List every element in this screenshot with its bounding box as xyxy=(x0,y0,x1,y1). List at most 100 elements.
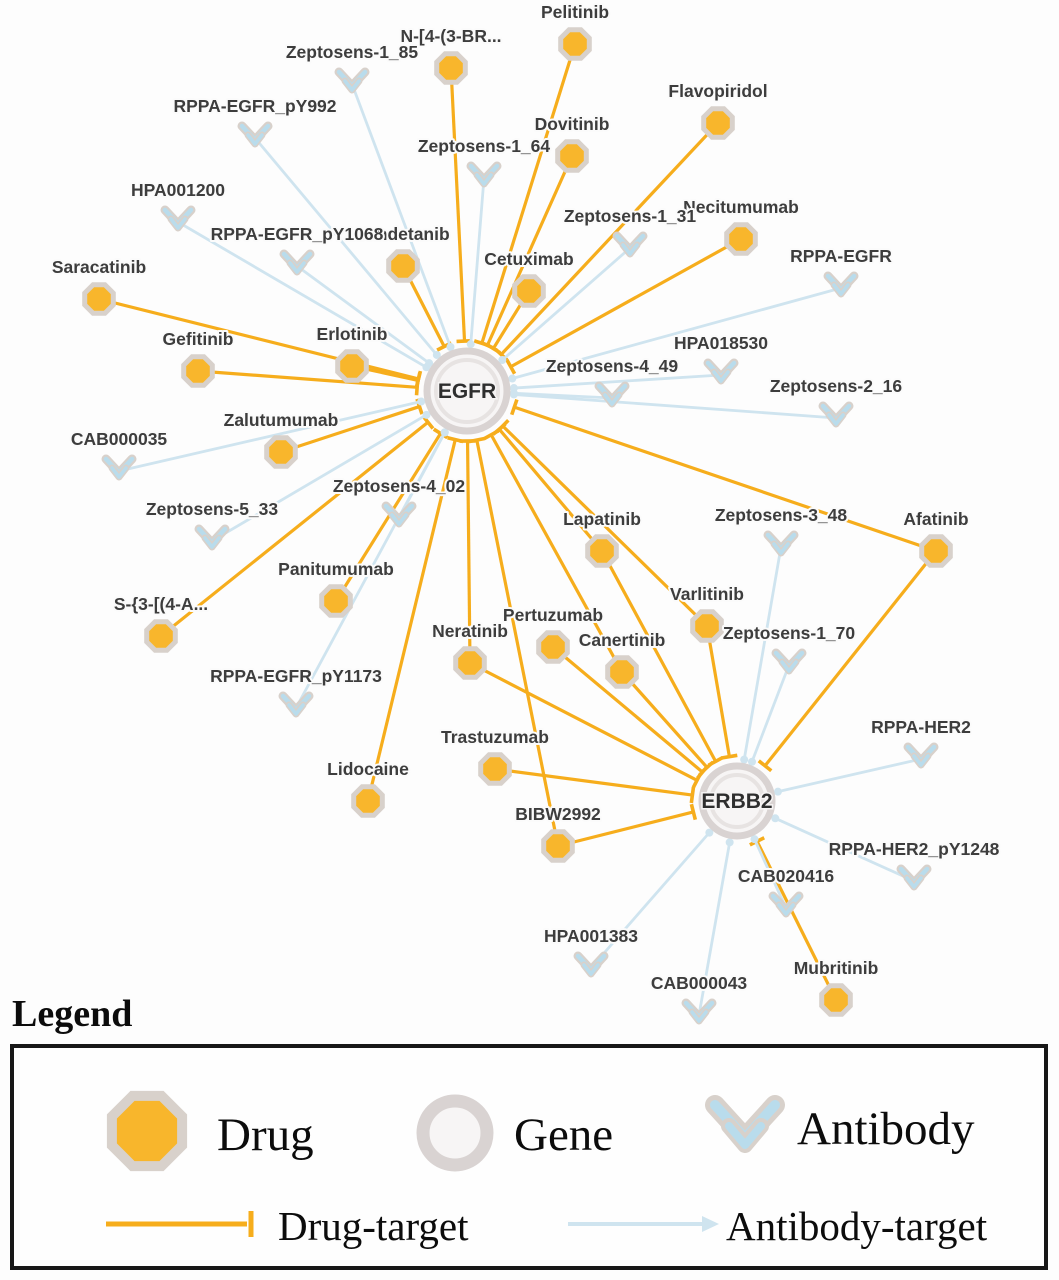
node-label-lapatinib: Lapatinib xyxy=(563,509,641,529)
node-label-afatinib: Afatinib xyxy=(903,509,968,529)
antibody-node-zeptosens-1-70[interactable] xyxy=(771,648,807,675)
drug-node-mubritinib[interactable] xyxy=(819,983,853,1017)
node-label-zeptosens-3-48: Zeptosens-3_48 xyxy=(715,505,848,525)
drug-node-erlotinib[interactable] xyxy=(335,349,369,383)
edge-dot xyxy=(773,787,782,796)
antibody-chevron2 xyxy=(390,513,408,526)
edge-dot xyxy=(422,410,431,419)
antibody-node-hpa018530[interactable] xyxy=(703,358,739,385)
edge-tee xyxy=(691,772,703,789)
drug-node-panitumumab[interactable] xyxy=(319,584,353,618)
node-label-dovitinib: Dovitinib xyxy=(535,114,610,134)
drug-node-n-4-3-br[interactable] xyxy=(434,51,468,85)
drug-target-edge xyxy=(366,439,457,802)
edge-dot xyxy=(446,342,455,351)
drug-legend-icon xyxy=(106,1090,188,1172)
edge-tee xyxy=(699,760,715,775)
antibody-node-zeptosens-1-85[interactable] xyxy=(334,67,370,94)
drug-node-flavopiridol[interactable] xyxy=(701,106,735,140)
node-label-gefitinib: Gefitinib xyxy=(163,329,234,349)
antibody-node-zeptosens-2-16[interactable] xyxy=(818,401,854,428)
drug-node-necitumumab[interactable] xyxy=(724,222,758,256)
antibody-node-hpa001200[interactable] xyxy=(160,205,196,232)
drug-node-trastuzumab[interactable] xyxy=(478,752,512,786)
edge-dot xyxy=(498,356,507,365)
edge-dot xyxy=(508,374,517,383)
legend-antibody-label: Antibody xyxy=(797,1103,975,1155)
drug-node-bibw2992[interactable] xyxy=(541,829,575,863)
antibody-node-cab000035[interactable] xyxy=(101,454,137,481)
drug-octagon xyxy=(541,829,575,863)
gene-node-erbb2[interactable]: ERBB2 xyxy=(698,762,776,840)
antibody-node-rppa-her2[interactable] xyxy=(903,742,939,769)
drug-octagon xyxy=(144,619,178,653)
node-label-hpa001200: HPA001200 xyxy=(131,180,225,200)
antibody-node-zeptosens-5-33[interactable] xyxy=(194,524,230,551)
antibody-node-zeptosens-4-02[interactable] xyxy=(381,501,417,528)
node-label-hpa001383: HPA001383 xyxy=(544,926,638,946)
drug-target-legend-line xyxy=(106,1211,254,1237)
antibody-node-rppa-her2-py1248[interactable] xyxy=(896,864,932,891)
antibody-node-zeptosens-1-64[interactable] xyxy=(466,161,502,188)
drug-node-canertinib[interactable] xyxy=(605,655,639,689)
gene-node-egfr[interactable]: EGFR xyxy=(423,347,511,435)
drug-target-edge xyxy=(280,405,420,454)
node-label-trastuzumab: Trastuzumab xyxy=(441,727,549,747)
node-label-hpa018530: HPA018530 xyxy=(674,333,768,353)
antibody-chevron2 xyxy=(690,1010,708,1023)
drug-target-edge xyxy=(197,369,418,389)
drug-node-pelitinib[interactable] xyxy=(558,27,592,61)
drug-node-afatinib[interactable] xyxy=(919,534,953,568)
node-label-rppa-her2: RPPA-HER2 xyxy=(871,717,971,737)
antibody-target-edge xyxy=(211,413,428,543)
antibody-chevron2 xyxy=(169,217,187,230)
drug-node-lidocaine[interactable] xyxy=(351,784,385,818)
antibody-chevron2 xyxy=(621,243,639,256)
antibody-target-edge xyxy=(774,817,915,883)
node-label-neratinib: Neratinib xyxy=(432,621,508,641)
antibody-node-rppa-egfr-py992[interactable] xyxy=(237,121,273,148)
edges-layer xyxy=(98,43,938,1016)
antibody-target-edge xyxy=(513,391,613,400)
drug-node-varlitinib[interactable] xyxy=(690,609,724,643)
drug-node-vandetanib[interactable] xyxy=(386,249,420,283)
antibody-node-rppa-egfr[interactable] xyxy=(823,271,859,298)
drug-node-gefitinib[interactable] xyxy=(181,354,215,388)
drug-node-lapatinib[interactable] xyxy=(585,534,619,568)
drug-node-cetuximab[interactable] xyxy=(512,274,546,308)
drug-node-dovitinib[interactable] xyxy=(555,139,589,173)
antibody-node-hpa001383[interactable] xyxy=(573,951,609,978)
drug-node-neratinib[interactable] xyxy=(453,646,487,680)
antibody-node-zeptosens-3-48[interactable] xyxy=(763,530,799,557)
antibody-node-rppa-egfr-py1173[interactable] xyxy=(278,691,314,718)
antibody-chevron2 xyxy=(203,536,221,549)
node-label-zalutumumab: Zalutumumab xyxy=(224,410,339,430)
antibody-target-edge xyxy=(118,400,422,473)
drug-octagon xyxy=(558,27,592,61)
drug-target-edge xyxy=(494,767,693,797)
antibody-node-rppa-egfr-py1068[interactable] xyxy=(279,249,315,276)
antibody-node-zeptosens-4-49[interactable] xyxy=(594,381,630,408)
drug-node-saracatinib[interactable] xyxy=(82,282,116,316)
edge-dot xyxy=(740,755,749,764)
drug-target-edge xyxy=(551,645,704,774)
drug-octagon xyxy=(536,630,570,664)
drug-node-zalutumumab[interactable] xyxy=(264,435,298,469)
node-label-cetuximab: Cetuximab xyxy=(484,249,573,269)
node-label-s-3-4-a: S-{3-[(4-A... xyxy=(114,594,208,614)
antibody-chevron2 xyxy=(772,542,790,555)
drug-target-edge xyxy=(600,550,718,763)
edge-dot xyxy=(725,838,734,847)
antibody-node-zeptosens-1-31[interactable] xyxy=(612,231,648,258)
node-label-canertinib: Canertinib xyxy=(579,630,666,650)
node-label-mubritinib: Mubritinib xyxy=(794,958,879,978)
drug-node-s-3-4-a[interactable] xyxy=(144,619,178,653)
edge-tee xyxy=(757,759,773,773)
drug-target-edge xyxy=(509,237,742,369)
drug-target-edge xyxy=(500,121,720,356)
drug-node-pertuzumab[interactable] xyxy=(536,630,570,664)
edge-dot xyxy=(771,814,780,823)
antibody-node-cab000043[interactable] xyxy=(681,998,717,1025)
node-label-saracatinib: Saracatinib xyxy=(52,257,146,277)
antibody-node-cab020416[interactable] xyxy=(768,891,804,918)
